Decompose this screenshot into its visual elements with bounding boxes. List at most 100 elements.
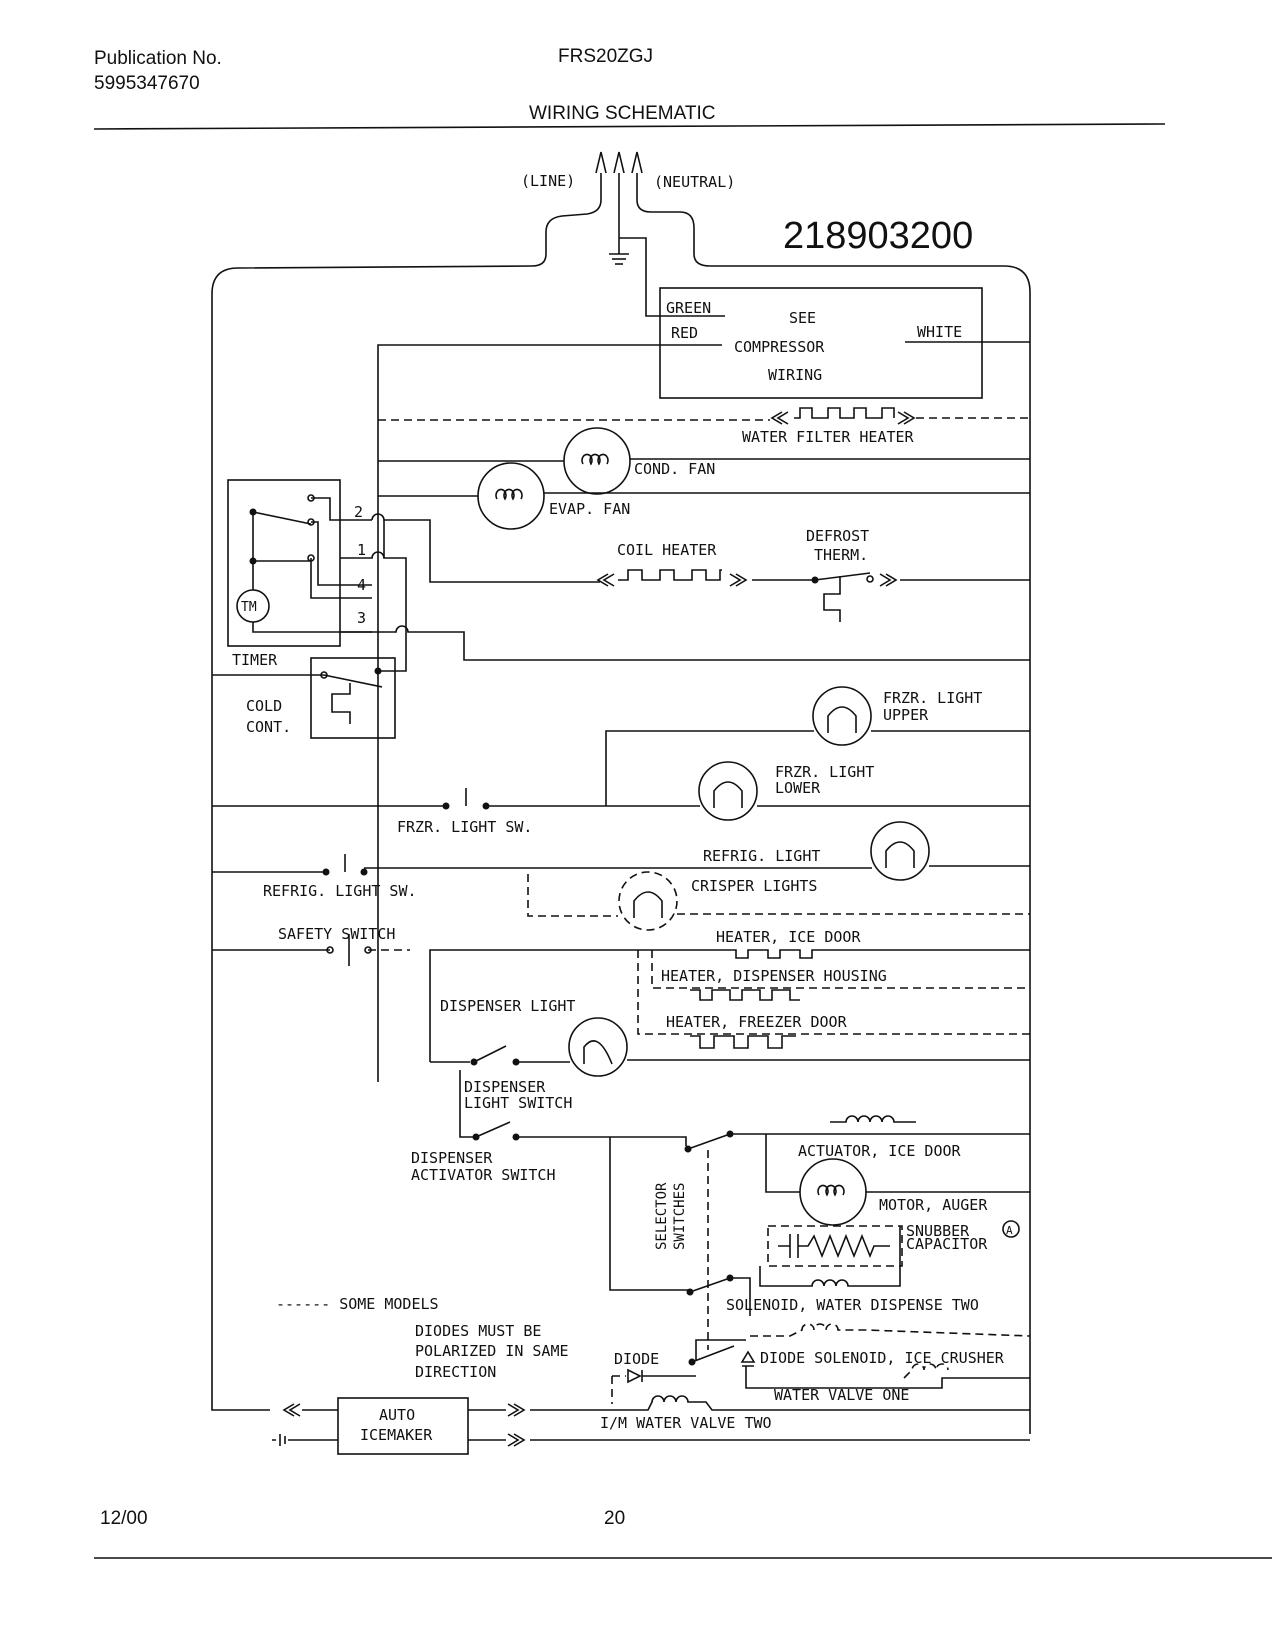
footer-date: 12/00 [100,1508,148,1529]
actuator-ice-door-label: ACTUATOR, ICE DOOR [798,1142,962,1160]
refrig-light-label: REFRIG. LIGHT [703,847,820,865]
wiring-label: WIRING [768,366,822,384]
green-label: GREEN [666,299,711,317]
crisper-lights-label: CRISPER LIGHTS [691,877,817,895]
compressor-label: COMPRESSOR [734,338,825,356]
line-label: (LINE) [521,172,575,190]
cold-label: COLD [246,697,282,715]
auto-icemaker [337,1397,469,1455]
dispenser-activator-label-2: ACTIVATOR SWITCH [411,1166,556,1184]
refrig-light-switch-label: REFRIG. LIGHT SW. [263,882,417,900]
see-label: SEE [789,309,816,327]
diode-solenoid-ice-crusher-label: DIODE SOLENOID, ICE CRUSHER [760,1349,1005,1367]
im-water-valve-two-label: I/M WATER VALVE TWO [600,1414,772,1432]
frzr-light-lower-label-2: LOWER [775,779,821,797]
red-label: RED [671,324,698,342]
terminal-4: 4 [357,576,366,594]
defrost-therm-contact [814,572,871,581]
icemaker-label: ICEMAKER [360,1426,433,1444]
crisper-lights [618,871,678,931]
frzr-light-lower [698,761,758,821]
diode-left-symbol [627,1368,643,1384]
ice-crusher-solenoid [750,1323,1031,1337]
water-filter-heater-element [794,407,895,419]
cont-label: CONT. [246,718,291,736]
coil-heater-label: COIL HEATER [617,541,717,559]
safety-switch-label: SAFETY SWITCH [278,925,395,943]
snubber-capacitor-box [767,1225,903,1267]
heater-ice-door-label: HEATER, ICE DOOR [716,928,861,946]
dispenser-activator-label-1: DISPENSER [411,1149,493,1167]
timer-label: TIMER [232,651,278,669]
heater-freezer-door-label: HEATER, FREEZER DOOR [666,1013,848,1031]
dispenser-light-label: DISPENSER LIGHT [440,997,575,1015]
auto-label: AUTO [379,1406,415,1424]
water-valve-one-label: WATER VALVE ONE [774,1386,909,1404]
circle-a-label: A [1006,1224,1013,1237]
solenoid-water-two-label: SOLENOID, WATER DISPENSE TWO [726,1296,979,1314]
dispenser-activator-switch [475,1121,511,1138]
diode-ice-crusher-symbol [740,1350,756,1367]
white-label: WHITE [917,323,962,341]
frzr-light-upper [812,686,872,746]
cond-fan-label: COND. FAN [634,460,715,478]
water-filter-heater-label: WATER FILTER HEATER [742,428,915,446]
snubber-capacitor-element [778,1233,890,1259]
defrost-timer [227,479,341,647]
coil-heater-element [618,569,722,581]
publication-label: Publication No. [94,48,222,69]
dispenser-light-switch [473,1045,507,1063]
refrig-light [870,821,930,881]
frzr-light-switch-label: FRZR. LIGHT SW. [397,818,532,836]
actuator-ice-door-coil [830,1115,916,1123]
dispenser-light [568,1017,628,1077]
heater-dispenser-housing-element [690,989,800,1001]
heater-dispenser-housing-label: HEATER, DISPENSER HOUSING [661,967,887,985]
evap-fan-motor [477,462,545,530]
frzr-light-upper-label-2: UPPER [883,706,929,724]
selector-switch-upper [687,1133,731,1150]
diodes-note-1: DIODES MUST BE [415,1322,541,1340]
dispenser-light-switch-label-1: DISPENSER [464,1078,546,1096]
diodes-note-3: DIRECTION [415,1363,496,1381]
selector-switches-label-1: SELECTOR [654,1182,670,1250]
dispenser-light-switch-label-2: LIGHT SWITCH [464,1094,572,1112]
selector-switches-label-2: SWITCHES [672,1183,688,1250]
water-valve-one-coil [903,1363,949,1379]
terminal-2: 2 [354,503,363,521]
terminal-3: 3 [357,609,366,627]
snubber-label: SNUBBER [906,1222,970,1240]
page-title: WIRING SCHEMATIC [529,103,716,124]
cold-control [310,657,396,739]
capacitor-label: CAPACITOR [906,1235,988,1253]
compressor-box [659,287,983,399]
therm-label: THERM. [814,546,868,564]
solenoid-water-two-coil [759,1226,901,1287]
diagram-part-number: 218903200 [783,215,973,257]
terminal-1: 1 [357,541,366,559]
motor-auger-label: MOTOR, AUGER [879,1196,988,1214]
defrost-label: DEFROST [806,527,869,545]
page-number: 20 [604,1508,626,1529]
cond-fan-motor [563,427,631,495]
power-input-terminals [211,151,1031,1434]
diode-left-label: DIODE [614,1350,659,1368]
selector-switch-diode [691,1345,735,1363]
red-wire [377,344,722,1082]
header-rule [93,123,1166,130]
timer-motor-label: TM [241,600,257,615]
evap-fan-label: EVAP. FAN [549,500,630,518]
motor-auger [799,1158,867,1226]
im-water-valve-two-coil [530,1395,1030,1411]
neutral-label: (NEUTRAL) [654,173,735,191]
frzr-light-upper-label-1: FRZR. LIGHT [883,689,982,707]
frzr-light-lower-label-1: FRZR. LIGHT [775,763,874,781]
selector-switch-lower [689,1277,731,1293]
some-models-note: ------ SOME MODELS [276,1295,439,1313]
heater-freezer-door-element [690,1035,796,1049]
diodes-note-2: POLARIZED IN SAME [415,1342,569,1360]
heater-ice-door-element [429,949,1030,1062]
model-number: FRS20ZGJ [558,46,654,67]
publication-number: 5995347670 [94,73,200,94]
